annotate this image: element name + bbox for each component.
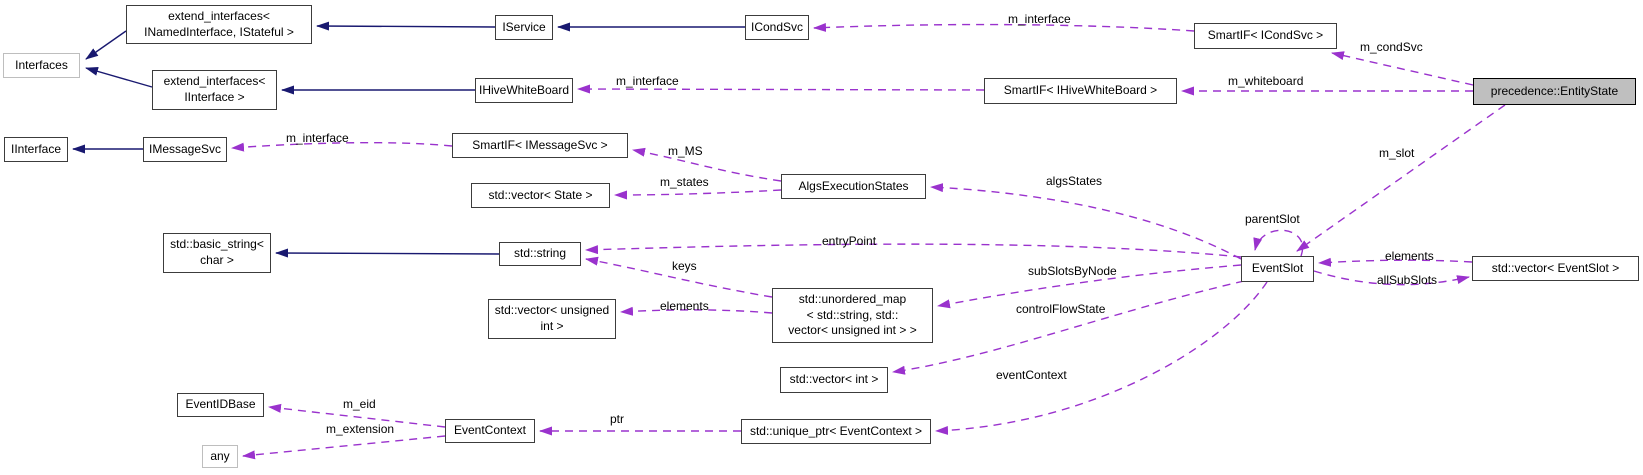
edge-label-all-sub-slots: allSubSlots [1377,273,1438,287]
edge-label-keys: keys [672,259,697,273]
edge-m-interface-cond [813,22,1195,32]
edge-label-elements-slot: elements [1385,249,1434,263]
edge-inherit-stdstring-basicstring [275,248,500,258]
edge-label-m-condsvc: m_condSvc [1360,40,1423,54]
edge-label-entry-point: entryPoint [822,234,877,248]
edge-label-algs-states: algsStates [1046,174,1103,188]
edge-elements-map [620,306,773,316]
node-icondsvc[interactable]: ICondSvc [745,15,809,40]
edge-label-m-interface-cond: m_interface [1008,12,1071,26]
edge-label-elements-map: elements [660,299,709,313]
node-basic-string[interactable]: std::basic_string< char > [163,233,271,273]
edge-label-m-extension: m_extension [326,422,395,436]
node-vector-unsigned-int[interactable]: std::vector< unsigned int > [488,299,616,339]
edge-label-m-slot: m_slot [1379,146,1415,160]
node-extend-interfaces-iinterface[interactable]: extend_interfaces< IInterface > [152,70,277,110]
node-vector-int[interactable]: std::vector< int > [780,367,888,393]
edge-inherit-extendnamed-interfaces [85,30,127,60]
node-unordered-map[interactable]: std::unordered_map < std::string, std:: … [772,288,933,343]
edge-inherit-extendiinterface-interfaces [85,66,153,88]
node-smartif-icondsvc[interactable]: SmartIF< ICondSvc > [1194,23,1337,49]
edge-m-extension [242,435,446,460]
edge-label-ptr: ptr [610,412,625,426]
edge-label-parent-slot: parentSlot [1245,212,1300,226]
edge-keys [585,256,773,298]
edge-label-m-states: m_states [660,175,709,189]
edge-event-context [935,281,1268,435]
edge-m-slot [1296,104,1506,252]
edge-inherit-iservice-extendnamed [316,21,496,31]
node-iservice[interactable]: IService [495,15,553,40]
edge-m-eid [268,403,446,428]
edge-label-sub-slots-by-node: subSlotsByNode [1028,264,1117,278]
edge-label-event-context: eventContext [996,368,1067,382]
node-any: any [202,445,238,468]
node-algsexecutionstates[interactable]: AlgsExecutionStates [781,174,926,199]
node-extend-interfaces-inamed[interactable]: extend_interfaces< INamedInterface, ISta… [126,5,312,44]
edge-label-m-whiteboard: m_whiteboard [1228,74,1304,88]
edge-m-ms [632,147,782,182]
edge-parent-slot [1253,229,1304,257]
edge-control-flow-state [892,280,1245,375]
edge-label-m-eid: m_eid [343,397,376,411]
node-ihivewhiteboard[interactable]: IHiveWhiteBoard [475,78,573,103]
edge-label-m-interface-hive: m_interface [616,74,679,88]
edge-m-condsvc [1331,51,1474,86]
node-imessagesvc[interactable]: IMessageSvc [143,137,227,162]
node-precedence-entitystate: precedence::EntityState [1473,78,1636,105]
node-interfaces: Interfaces [3,53,80,78]
node-iinterface[interactable]: IInterface [4,137,68,162]
edge-algs-states [930,183,1242,260]
edge-entry-point [585,243,1242,258]
edge-m-interface-hive [577,84,985,94]
node-eventcontext[interactable]: EventContext [445,419,535,443]
node-eventslot[interactable]: EventSlot [1241,256,1314,282]
node-eventidbase[interactable]: EventIDBase [177,393,264,417]
node-smartif-imessagesvc[interactable]: SmartIF< IMessageSvc > [452,133,628,158]
edge-sub-slots-by-node [937,264,1242,309]
edge-m-states [614,189,782,200]
edge-all-sub-slots [1313,270,1470,286]
node-vector-state[interactable]: std::vector< State > [471,183,610,208]
edge-label-m-interface-msg: m_interface [286,131,349,145]
edge-label-m-ms: m_MS [668,144,703,158]
node-vector-eventslot[interactable]: std::vector< EventSlot > [1472,256,1639,281]
edge-label-control-flow-state: controlFlowState [1016,302,1106,316]
edge-elements-slot [1318,257,1473,267]
node-std-string[interactable]: std::string [499,242,581,266]
node-smartif-ihivewhiteboard[interactable]: SmartIF< IHiveWhiteBoard > [984,78,1177,104]
node-unique-ptr-eventcontext[interactable]: std::unique_ptr< EventContext > [741,419,931,444]
